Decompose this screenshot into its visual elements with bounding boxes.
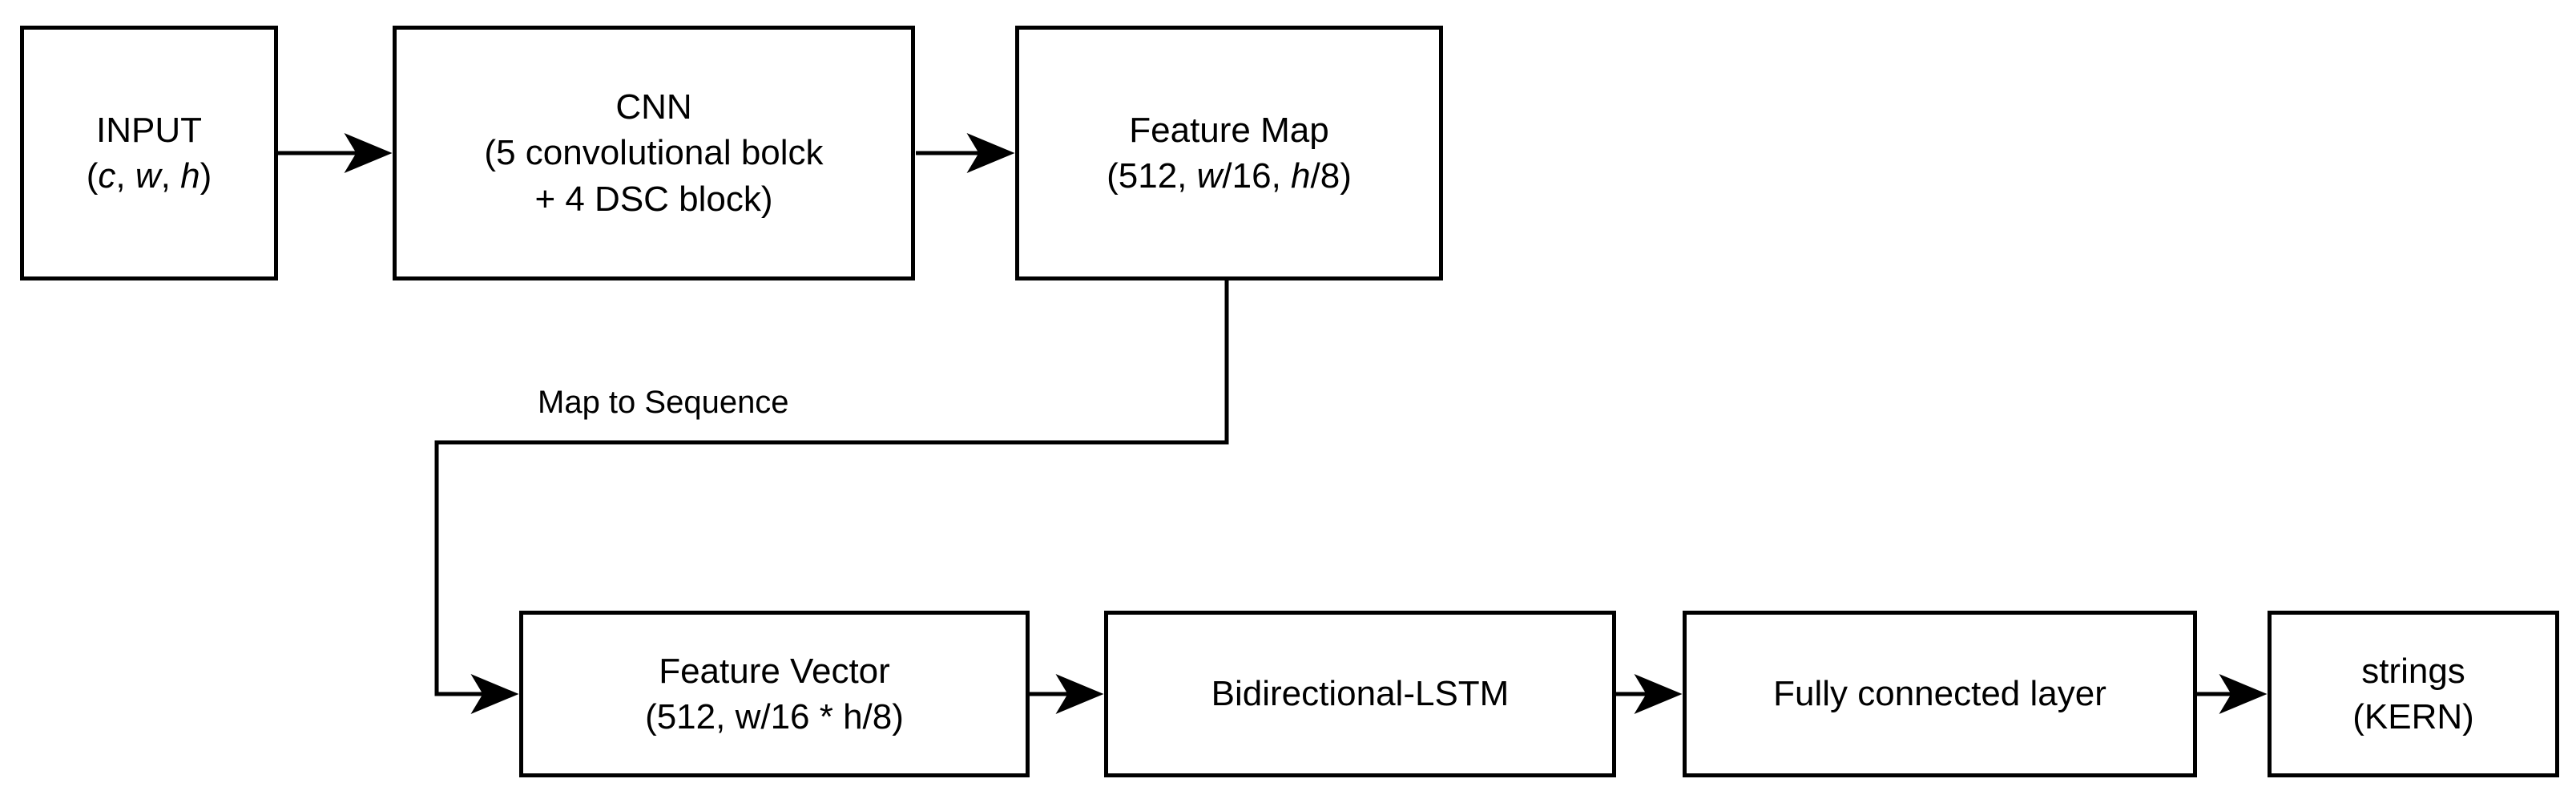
input-node[interactable]: INPUT (c, w, h) — [20, 26, 278, 280]
input-node-var-c: c — [98, 156, 116, 196]
cnn-node[interactable]: CNN (5 convolutional bolck + 4 DSC block… — [393, 26, 915, 280]
feature-map-node-line-1: Feature Map — [1129, 110, 1329, 150]
input-node-line-2: (c, w, h) — [87, 153, 212, 199]
input-node-line-1: INPUT — [96, 110, 202, 150]
feature-vector-node-line-1: Feature Vector — [659, 651, 890, 691]
bidirectional-lstm-node[interactable]: Bidirectional-LSTM — [1104, 611, 1616, 777]
strings-output-node-line-2: (KERN) — [2352, 697, 2474, 736]
feature-map-node-line-2: (512, w/16, h/8) — [1107, 153, 1352, 199]
fully-connected-layer-node-line-1: Fully connected layer — [1773, 674, 2106, 714]
feature-map-var-h: h — [1291, 156, 1311, 196]
cnn-node-line-3: + 4 DSC block) — [534, 179, 773, 219]
input-node-sep-1: , — [115, 156, 135, 196]
feature-vector-node-line-2: (512, w/16 * h/8) — [645, 697, 904, 736]
feature-map-suffix: /8) — [1310, 156, 1352, 196]
strings-output-node[interactable]: strings (KERN) — [2268, 611, 2559, 777]
input-node-paren-open: ( — [86, 156, 99, 196]
input-node-var-h: h — [180, 156, 200, 196]
input-node-var-w: w — [135, 156, 161, 196]
input-node-sep-2: , — [160, 156, 181, 196]
feature-map-sep: /16, — [1222, 156, 1292, 196]
feature-vector-node[interactable]: Feature Vector (512, w/16 * h/8) — [519, 611, 1030, 777]
feature-map-var-w: w — [1196, 156, 1223, 196]
input-node-paren-close: ) — [200, 156, 212, 196]
fully-connected-layer-node[interactable]: Fully connected layer — [1683, 611, 2197, 777]
feature-map-prefix: (512, — [1107, 156, 1197, 196]
cnn-node-line-2: (5 convolutional bolck — [484, 133, 824, 173]
cnn-node-line-1: CNN — [615, 87, 692, 127]
edge-label-map-to-sequence: Map to Sequence — [533, 385, 794, 421]
strings-output-node-line-1: strings — [2361, 651, 2465, 691]
bidirectional-lstm-node-line-1: Bidirectional-LSTM — [1211, 674, 1510, 714]
feature-map-node[interactable]: Feature Map (512, w/16, h/8) — [1015, 26, 1443, 280]
